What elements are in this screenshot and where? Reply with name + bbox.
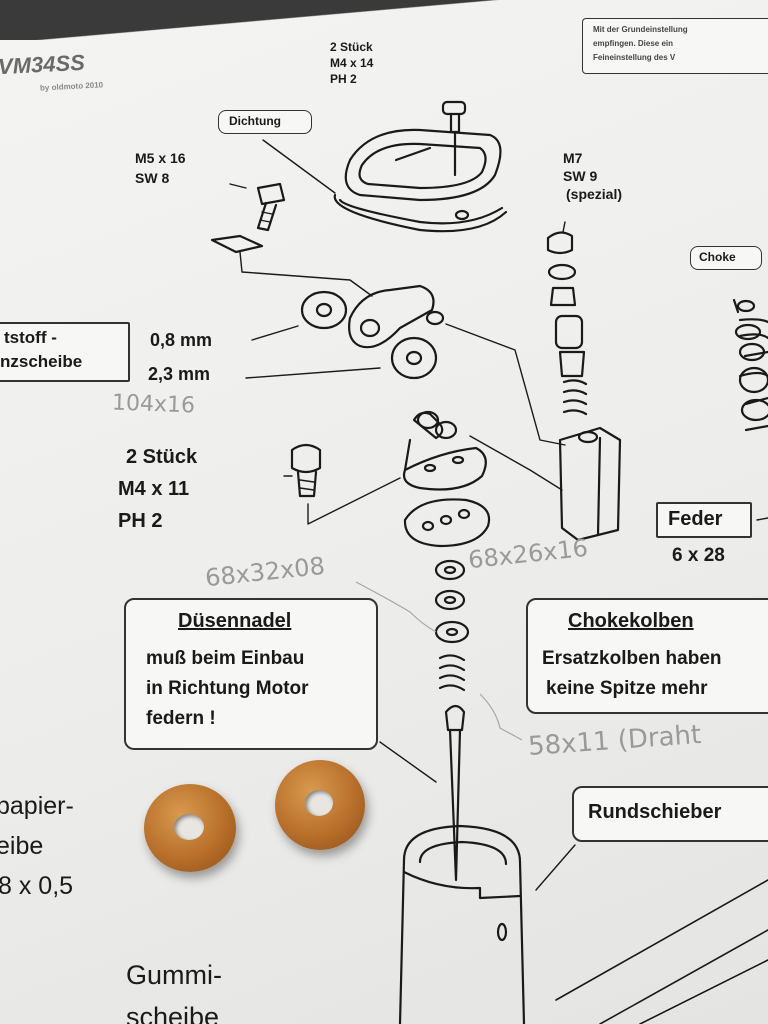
- rubber-washer-label2: scheibe: [126, 1002, 220, 1024]
- choke-assembly-drawing: [546, 231, 622, 542]
- choke-plunger-title: Chokekolben: [568, 610, 694, 632]
- rubber-washer-label: Gummi-: [126, 960, 222, 990]
- gasket-tag: Dichtung: [218, 110, 312, 134]
- round-slide-drawing: [398, 824, 526, 1024]
- shim-thick-size: 2,3 mm: [148, 364, 211, 384]
- needle-clip-drawing: [402, 410, 491, 548]
- m5-screw-size: M5 x 16: [135, 150, 186, 166]
- needle-callout-line3: federn !: [146, 708, 216, 729]
- needle-callout-line1: muß beim Einbau: [146, 648, 305, 669]
- rubber-washer-left: [144, 784, 236, 872]
- spring-label: Feder: [668, 508, 723, 530]
- needle-callout: Düsennadel muß beim Einbau in Richtung M…: [124, 598, 378, 750]
- pencil-note-1: 104x16: [111, 390, 196, 419]
- header-note-line2: empfingen. Diese ein: [593, 39, 674, 48]
- plate-screw-qty: 2 Stück: [126, 446, 198, 468]
- rubber-washer-right: [275, 760, 365, 850]
- jet-needle-drawing: [444, 704, 466, 882]
- choke-tag: Choke: [690, 246, 762, 270]
- gasket-label: Dichtung: [229, 114, 281, 128]
- m5-screw-drive: SW 8: [135, 170, 170, 186]
- choke-tag-label: Choke: [699, 250, 736, 264]
- shim-box-line1: tstoff -: [4, 328, 57, 347]
- choke-lever-drawing: [300, 284, 445, 380]
- shim-box-line2: nzscheibe: [0, 352, 83, 371]
- m7-drive: SW 9: [563, 168, 598, 184]
- pencil-lines: [355, 581, 523, 741]
- shim-box: tstoff - nzscheibe: [0, 322, 130, 382]
- spring-tag: Feder: [656, 502, 752, 538]
- paper-washer-label2: eibe: [0, 832, 44, 860]
- rubber-washer-left-hole: [174, 814, 204, 840]
- choke-plunger-callout: Chokekolben Ersatzkolben haben keine Spi…: [526, 598, 768, 714]
- header-note-line3: Feineinstellung des V: [593, 53, 676, 62]
- m5-screw-drawing: [210, 182, 286, 254]
- plate-screw-drawing: [290, 443, 322, 498]
- shim-thin-size: 0,8 mm: [150, 330, 213, 350]
- cover-screw-size: M4 x 14: [330, 56, 374, 70]
- rubber-washer-right-hole: [305, 790, 333, 816]
- cover-screw-drive: PH 2: [330, 72, 357, 86]
- plate-screw-drive: PH 2: [118, 510, 163, 532]
- choke-right-drawing: [732, 298, 768, 432]
- cover-screw-drawing: [441, 100, 467, 177]
- m7-note: (spezial): [566, 186, 623, 202]
- choke-plunger-line2: keine Spitze mehr: [546, 678, 708, 699]
- paper-washer-label: papier-: [0, 792, 74, 820]
- cover-screw-qty: 2 Stück: [330, 40, 373, 54]
- slide-callout: Rundschieber: [572, 786, 768, 842]
- slide-callout-title: Rundschieber: [588, 801, 722, 823]
- spring-size: 6 x 28: [672, 545, 725, 566]
- needle-washers-drawing: [434, 559, 470, 692]
- m7-size: M7: [563, 150, 583, 166]
- paper-washer-size: 8 x 0,5: [0, 872, 74, 900]
- header-note-line1: Mit der Grundeinstellung: [593, 25, 688, 34]
- needle-callout-line2: in Richtung Motor: [146, 678, 309, 699]
- needle-callout-title: Düsennadel: [178, 610, 292, 632]
- choke-plunger-line1: Ersatzkolben haben: [542, 648, 722, 669]
- plate-screw-size: M4 x 11: [118, 478, 190, 500]
- carburetor-cover-drawing: [333, 128, 508, 233]
- header-note-box: Mit der Grundeinstellung empfingen. Dies…: [582, 18, 768, 74]
